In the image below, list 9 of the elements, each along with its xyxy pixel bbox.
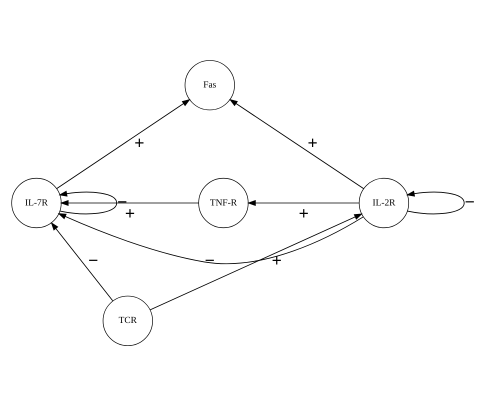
edge-label: + [308,132,318,152]
edge-label: + [134,132,144,152]
edge-label: + [124,204,135,223]
edge-label: + [272,250,282,270]
edge-label: − [464,192,475,211]
edge-label: − [88,250,98,270]
edge-label: + [298,204,309,223]
edge-label: − [117,192,128,211]
edge-label: − [204,250,215,270]
